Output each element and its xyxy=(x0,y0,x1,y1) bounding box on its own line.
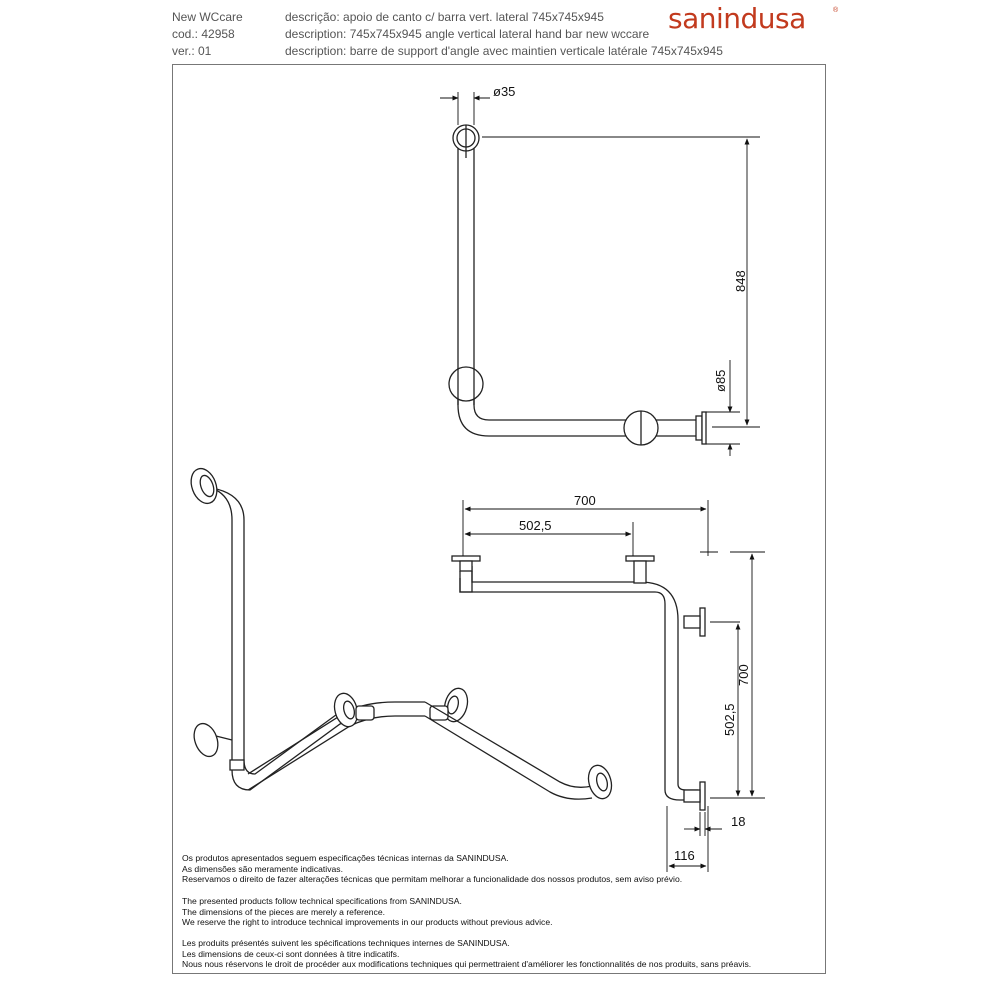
description-pt: descrição: apoio de canto c/ barra vert.… xyxy=(285,10,604,24)
front-view xyxy=(448,124,707,446)
drawing-frame xyxy=(172,64,826,974)
dim-diameter-85: ø85 xyxy=(713,370,728,392)
front-view-dimensions xyxy=(440,92,760,456)
product-code: cod.: 42958 xyxy=(172,27,235,41)
footer-line: Les dimensions de ceux-ci sont données à… xyxy=(182,948,400,959)
dim-diameter-35: ø35 xyxy=(493,84,515,99)
footer-line: The presented products follow technical … xyxy=(182,896,462,906)
plan-view xyxy=(451,555,706,811)
description-en: description: 745x745x945 angle vertical … xyxy=(285,27,650,41)
footer-line: Reservamos o direito de fazer alterações… xyxy=(182,874,683,884)
footer-notes-fr: Les produits présentés suivent les spéci… xyxy=(182,938,751,970)
dim-width-700: 700 xyxy=(574,493,596,508)
dim-height-502-5: 502,5 xyxy=(722,703,737,736)
footer-notes-en: The presented products follow technical … xyxy=(182,896,553,928)
footer-line: We reserve the right to introduce techni… xyxy=(182,917,553,927)
dim-height-848: 848 xyxy=(733,270,748,292)
footer-notes-pt: Os produtos apresentados seguem especifi… xyxy=(182,853,682,885)
footer-line: As dimensões são meramente indicativas. xyxy=(182,863,343,874)
description-fr: description: barre de support d'angle av… xyxy=(285,44,723,58)
dim-width-502-5: 502,5 xyxy=(519,518,552,533)
dim-height-700: 700 xyxy=(736,664,751,686)
footer-line: Nous nous réservons le droit de procéder… xyxy=(182,959,752,969)
dim-depth-116: 116 xyxy=(674,848,695,863)
product-version: ver.: 01 xyxy=(172,44,212,58)
plan-view-dimensions xyxy=(462,500,765,872)
dim-offset-18: 18 xyxy=(731,814,745,829)
footer-line: Os produtos apresentados seguem especifi… xyxy=(182,853,509,863)
perspective-view xyxy=(190,467,613,800)
brand-logo-mark: ® xyxy=(833,7,839,14)
product-name: New WCcare xyxy=(172,10,243,24)
footer-line: The dimensions of the pieces are merely … xyxy=(182,906,386,917)
brand-logo: sanindusa xyxy=(668,2,806,35)
footer-line: Les produits présentés suivent les spéci… xyxy=(182,938,510,948)
